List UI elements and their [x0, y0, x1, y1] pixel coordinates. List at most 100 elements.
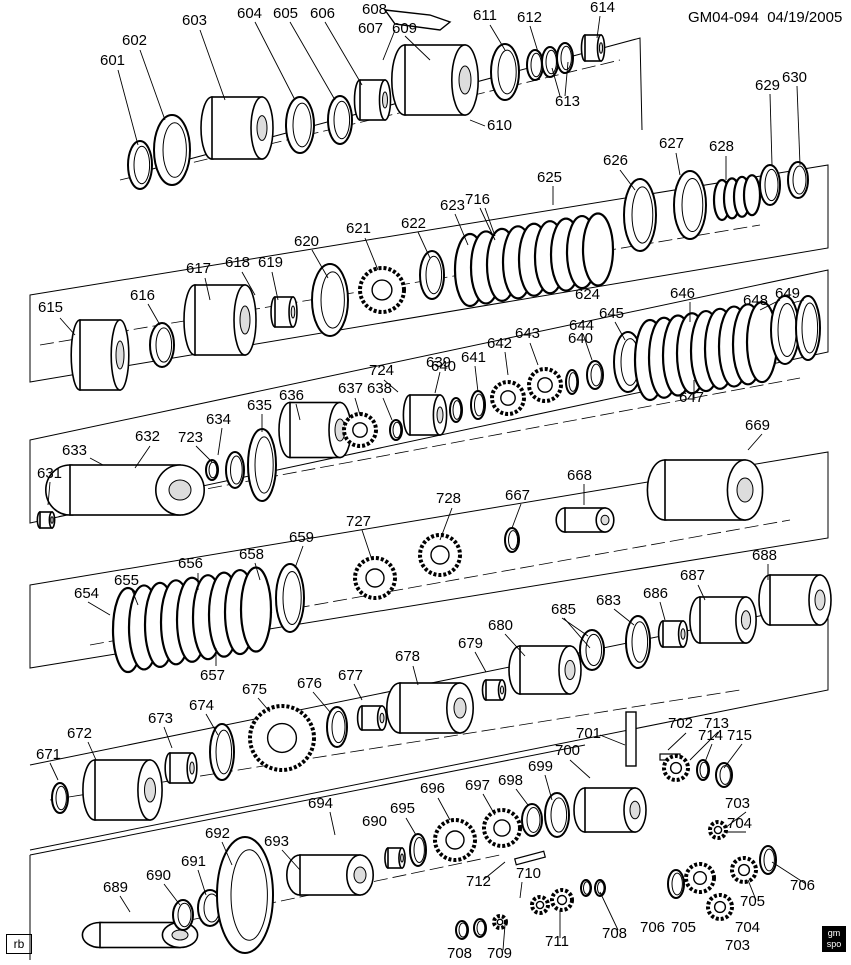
callout-656: 656	[178, 555, 203, 572]
seal-604	[285, 96, 315, 154]
leader-line-59	[87, 741, 97, 761]
diagram-reference: GM04-094	[688, 9, 759, 26]
gear-711-hub	[556, 894, 568, 906]
leader-line-104	[439, 507, 453, 541]
ring-616	[149, 322, 175, 368]
leader-line-78	[281, 849, 301, 871]
gear-713-hub	[669, 761, 683, 775]
leader-line-83	[515, 788, 529, 806]
callout-609: 609	[392, 20, 417, 37]
bearing-643-hub	[537, 377, 553, 393]
drum-617-bore	[239, 305, 251, 335]
leader-line-97	[689, 731, 719, 761]
gear-696-hub	[445, 830, 465, 850]
callout-699: 699	[528, 758, 553, 775]
washer-640-inner	[452, 400, 462, 420]
leader-line-17	[204, 277, 211, 301]
snap-ring-671-inner	[55, 785, 67, 811]
washer-708b-inner	[476, 920, 486, 936]
callout-605: 605	[273, 5, 298, 22]
leader-line-76	[197, 869, 207, 896]
panel-outline-6	[29, 744, 586, 960]
callout-701: 701	[576, 725, 601, 742]
leader-line-91	[771, 861, 807, 885]
leader-line-53	[254, 562, 261, 581]
drum-687-bore	[740, 610, 752, 630]
callout-690: 690	[146, 867, 171, 884]
leader-line-44	[614, 321, 626, 341]
leader-line-49	[87, 601, 111, 616]
ring-638-inner	[392, 421, 402, 439]
springs-628-plate-4	[742, 174, 762, 217]
ring-613-inner	[560, 45, 572, 71]
callout-705: 705	[740, 893, 765, 910]
carrier-672-bore	[144, 777, 156, 803]
leader-line-3	[199, 29, 226, 101]
leader-line-47	[759, 299, 781, 311]
callout-643: 643	[515, 325, 540, 342]
washer-674	[209, 723, 235, 781]
leader-line-37	[354, 397, 361, 416]
washer-706b-inner	[671, 872, 683, 896]
pin-701	[625, 711, 637, 767]
washer-667	[504, 527, 520, 553]
gm-spo-logo: gm spo	[822, 926, 846, 952]
leader-line-57	[747, 433, 763, 451]
gear-705a-hub	[737, 863, 751, 877]
seal-605-inner	[333, 100, 351, 140]
washer-674-inner	[215, 729, 233, 775]
bushing-614-bore	[598, 42, 604, 54]
snap-ring-627-inner	[681, 177, 704, 233]
callout-708: 708	[602, 925, 627, 942]
leader-line-6	[324, 21, 363, 86]
ring-641	[470, 390, 486, 420]
plate-648	[770, 295, 800, 365]
callout-711: 711	[545, 933, 569, 950]
leader-line-2	[139, 49, 166, 121]
callout-692: 692	[205, 825, 230, 842]
callout-696: 696	[420, 780, 445, 797]
callout-709: 709	[487, 945, 512, 960]
washer-667-inner	[508, 530, 519, 550]
callout-691: 691	[181, 853, 206, 870]
ring-699	[544, 792, 570, 838]
callout-646: 646	[670, 285, 695, 302]
callout-688: 688	[752, 547, 777, 564]
leader-line-101	[195, 445, 213, 463]
pump-609-bore	[458, 65, 472, 95]
callout-723: 723	[178, 429, 203, 446]
leader-line-42	[529, 342, 539, 366]
leader-line-88	[724, 811, 747, 829]
washer-708a	[455, 920, 469, 940]
washer-698	[521, 803, 543, 837]
callout-680: 680	[488, 617, 513, 634]
leader-line-72	[697, 584, 706, 601]
leader-line-103	[361, 529, 373, 561]
callout-636: 636	[279, 387, 304, 404]
bushing-679-bore	[499, 685, 505, 695]
washer-714-inner	[699, 761, 709, 779]
callout-700: 700	[555, 742, 580, 759]
leader-line-86	[599, 734, 626, 746]
washer-640b-inner	[568, 372, 578, 392]
ring-641-inner	[474, 393, 485, 417]
callout-603: 603	[182, 12, 207, 29]
callout-622: 622	[401, 215, 426, 232]
leader-line-82	[482, 793, 496, 816]
plate-602-inner	[162, 122, 187, 178]
callout-702: 702	[668, 715, 693, 732]
callout-685: 685	[551, 601, 576, 618]
snap-ring-627	[673, 170, 707, 240]
leader-line-70	[563, 617, 591, 649]
leader-line-63	[312, 691, 331, 713]
panel-outline-3	[29, 269, 829, 524]
callout-601: 601	[100, 52, 125, 69]
leader-line-98	[704, 743, 713, 763]
bearing-637-hub	[352, 422, 368, 438]
callout-715: 715	[727, 727, 752, 744]
snap-ring-601	[127, 140, 153, 190]
callout-673: 673	[148, 710, 173, 727]
leader-line-26	[619, 169, 636, 191]
callout-693: 693	[264, 833, 289, 850]
leader-line-61	[205, 713, 219, 736]
